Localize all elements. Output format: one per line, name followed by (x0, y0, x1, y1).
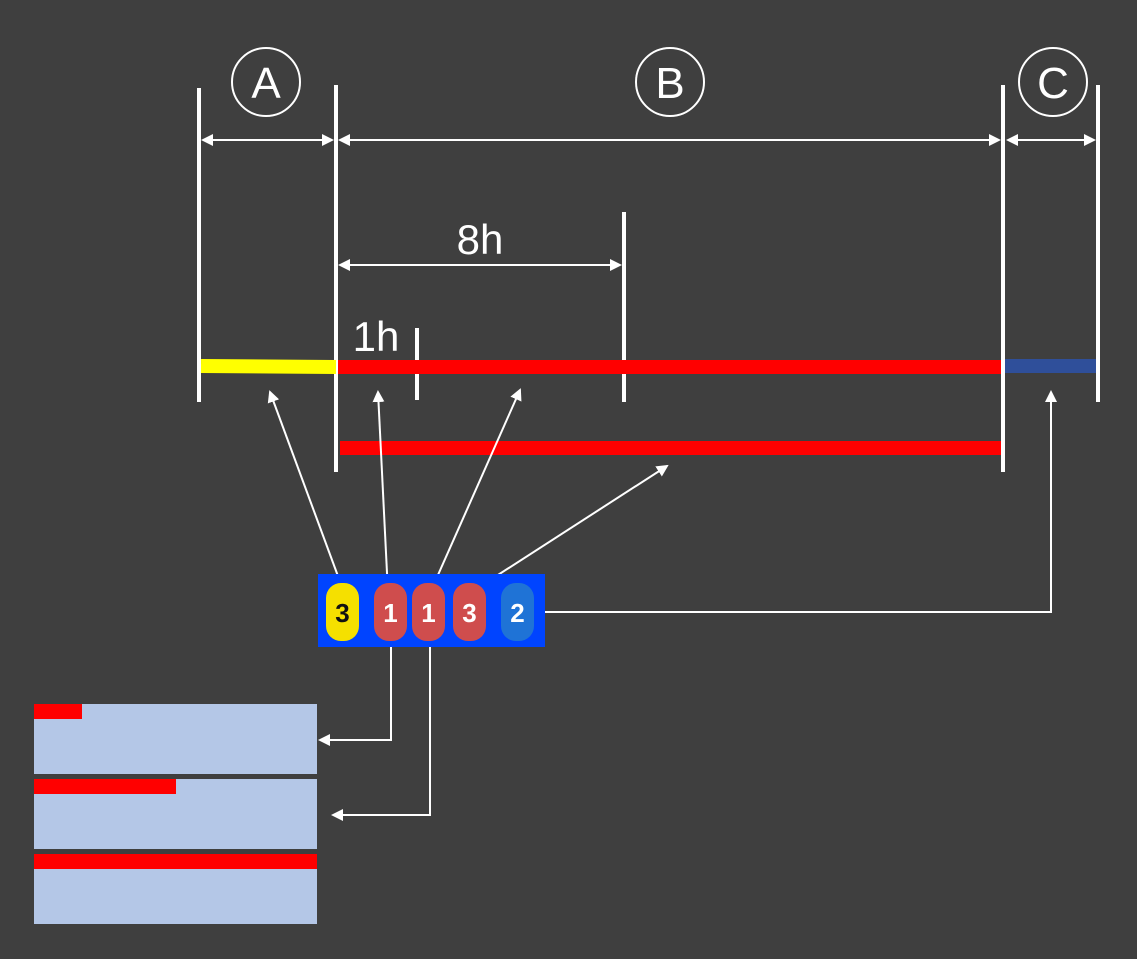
progress-card-1-fill (34, 704, 82, 719)
badge-5-value: 2 (510, 598, 524, 628)
arrow-badge3-to-8h (429, 388, 522, 594)
progress-card-3 (34, 854, 317, 924)
arrow-badge3-to-card2 (331, 636, 431, 821)
badge-1-pill (326, 583, 359, 641)
badge-3-pill (412, 583, 445, 641)
boundary-lines (197, 85, 1100, 472)
bar-region-a (200, 359, 337, 374)
badge-2: 1 (374, 583, 407, 641)
region-c-label-group: C (1018, 47, 1088, 117)
badge-3-value: 1 (421, 598, 435, 628)
region-c-circle (1018, 47, 1088, 117)
progress-card-3-fill (34, 854, 317, 869)
progress-card-1 (34, 704, 317, 774)
region-a-circle (231, 47, 301, 117)
duration-1h-label: 1h (353, 313, 400, 360)
badge-5-pill (501, 583, 534, 641)
badge-4: 3 (453, 583, 486, 641)
arrow-badge5-to-c (536, 390, 1057, 613)
region-a-label-group: A (231, 47, 301, 117)
badge-3: 1 (412, 583, 445, 641)
region-b-label: B (655, 59, 684, 108)
progress-card-2 (34, 779, 317, 849)
badge-1-value: 3 (335, 598, 349, 628)
region-c-label: C (1037, 59, 1069, 108)
region-b-label-group: B (635, 47, 705, 117)
arrow-badge2-to-card1 (318, 636, 392, 746)
arrow-badge4-to-b (469, 464, 669, 594)
badge-2-pill (374, 583, 407, 641)
region-b-circle (635, 47, 705, 117)
badge-2-value: 1 (383, 598, 397, 628)
duration-8h-label: 8h (457, 216, 504, 263)
progress-card-2-fill (34, 779, 176, 794)
badge-1: 3 (326, 583, 359, 641)
badge-5: 2 (501, 583, 534, 641)
arrow-badge1-to-a (267, 390, 343, 588)
badge-4-value: 3 (462, 598, 476, 628)
arrow-badge2-to-1h (372, 390, 389, 594)
badge-4-pill (453, 583, 486, 641)
region-a-label: A (251, 59, 281, 108)
card-group (34, 704, 317, 924)
